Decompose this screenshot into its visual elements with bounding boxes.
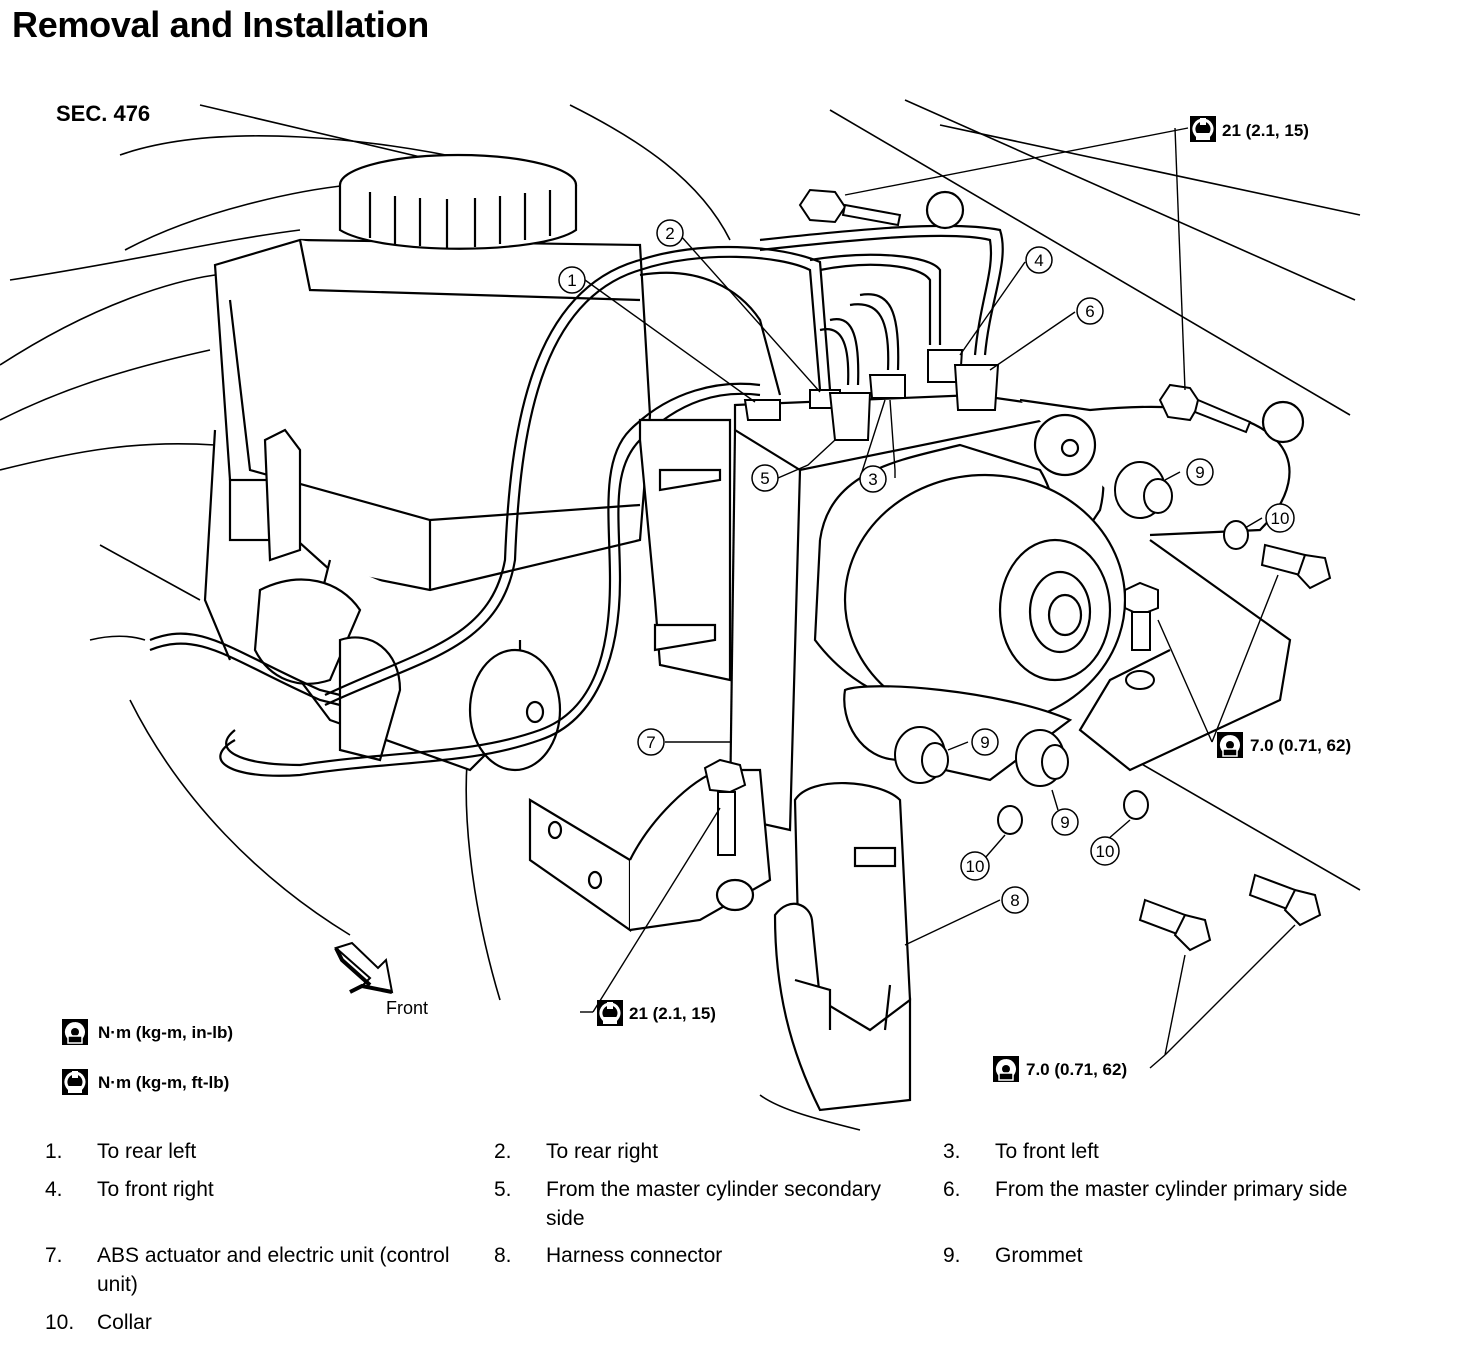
svg-text:6: 6 bbox=[1085, 302, 1094, 321]
flare-nuts bbox=[743, 349, 1000, 441]
legend-item-3: 3. To front left bbox=[943, 1140, 1099, 1163]
svg-text:9: 9 bbox=[980, 733, 989, 752]
svg-text:21 (2.1, 15): 21 (2.1, 15) bbox=[1222, 121, 1309, 140]
svg-text:2: 2 bbox=[665, 224, 674, 243]
svg-text:N·m (kg-m, ft-lb): N·m (kg-m, ft-lb) bbox=[98, 1073, 229, 1092]
svg-text:7.0 (0.71, 62): 7.0 (0.71, 62) bbox=[1250, 736, 1351, 755]
svg-text:7.0 (0.71, 62): 7.0 (0.71, 62) bbox=[1026, 1060, 1127, 1079]
svg-text:Front: Front bbox=[386, 998, 428, 1018]
callout-10-left: 10 bbox=[960, 851, 990, 881]
brake-fluid-reservoir bbox=[203, 153, 652, 772]
torque-label-top-right: 21 (2.1, 15) bbox=[1188, 114, 1309, 144]
callout-6: 6 bbox=[1076, 297, 1104, 325]
front-label: Front bbox=[386, 998, 428, 1018]
callout-3: 3 bbox=[859, 465, 887, 493]
svg-text:SEC. 476: SEC. 476 bbox=[56, 101, 150, 126]
svg-text:7: 7 bbox=[646, 733, 655, 752]
legend-item-8: 8. Harness connector bbox=[494, 1244, 723, 1267]
callout-4: 4 bbox=[1025, 246, 1053, 274]
svg-text:8: 8 bbox=[1010, 891, 1019, 910]
callout-9-right: 9 bbox=[1186, 458, 1214, 486]
fasteners bbox=[703, 188, 1332, 952]
callout-5: 5 bbox=[751, 464, 779, 492]
background-lines bbox=[0, 99, 1361, 1131]
callout-10-right: 10 bbox=[1265, 503, 1295, 533]
svg-text:4: 4 bbox=[1034, 251, 1043, 270]
callout-8: 8 bbox=[1001, 886, 1029, 914]
svg-text:21 (2.1, 15): 21 (2.1, 15) bbox=[629, 1004, 716, 1023]
svg-text:10: 10 bbox=[1096, 842, 1115, 861]
callout-10-bottom: 10 bbox=[1090, 836, 1120, 866]
callout-7: 7 bbox=[637, 728, 665, 756]
harness-connector bbox=[773, 782, 912, 1112]
svg-text:3: 3 bbox=[868, 470, 877, 489]
legend-item-9: 9. Grommet bbox=[943, 1244, 1083, 1267]
leader-lines bbox=[580, 127, 1296, 1069]
legend-item-2: 2. To rear right bbox=[494, 1140, 659, 1163]
svg-text:9: 9 bbox=[1195, 463, 1204, 482]
legend-item-6: 6. From the master cylinder primary side bbox=[943, 1178, 1348, 1201]
page-title: Removal and Installation bbox=[12, 4, 429, 45]
svg-text:9: 9 bbox=[1060, 813, 1069, 832]
legend-item-10: 10. Collar bbox=[45, 1311, 152, 1334]
legend-item-5: 5. From the master cylinder secondary si… bbox=[494, 1178, 881, 1230]
svg-text:5: 5 bbox=[760, 469, 769, 488]
legend-item-4: 4. To front right bbox=[45, 1178, 214, 1201]
legend-item-7: 7. ABS actuator and electric unit (contr… bbox=[45, 1244, 450, 1296]
svg-text:1: 1 bbox=[567, 271, 576, 290]
legend-item-1: 1. To rear left bbox=[45, 1140, 197, 1163]
svg-text:10: 10 bbox=[966, 857, 985, 876]
torque-label-bottom-center: 21 (2.1, 15) bbox=[595, 998, 716, 1028]
callout-9-left: 9 bbox=[971, 728, 999, 756]
svg-text:10: 10 bbox=[1271, 509, 1290, 528]
torque-label-right-mid: 7.0 (0.71, 62) bbox=[1216, 731, 1351, 759]
torque-units-ft-lb: N·m (kg-m, ft-lb) bbox=[60, 1067, 229, 1097]
section-label: SEC. 476 bbox=[56, 101, 150, 126]
torque-label-bottom-right: 7.0 (0.71, 62) bbox=[992, 1055, 1127, 1083]
torque-units-in-lb: N·m (kg-m, in-lb) bbox=[61, 1018, 233, 1046]
callout-2: 2 bbox=[656, 219, 684, 247]
callout-1: 1 bbox=[558, 266, 586, 294]
svg-text:N·m (kg-m, in-lb): N·m (kg-m, in-lb) bbox=[98, 1023, 233, 1042]
callout-9-bottom: 9 bbox=[1051, 808, 1079, 836]
front-arrow-icon bbox=[334, 941, 394, 994]
